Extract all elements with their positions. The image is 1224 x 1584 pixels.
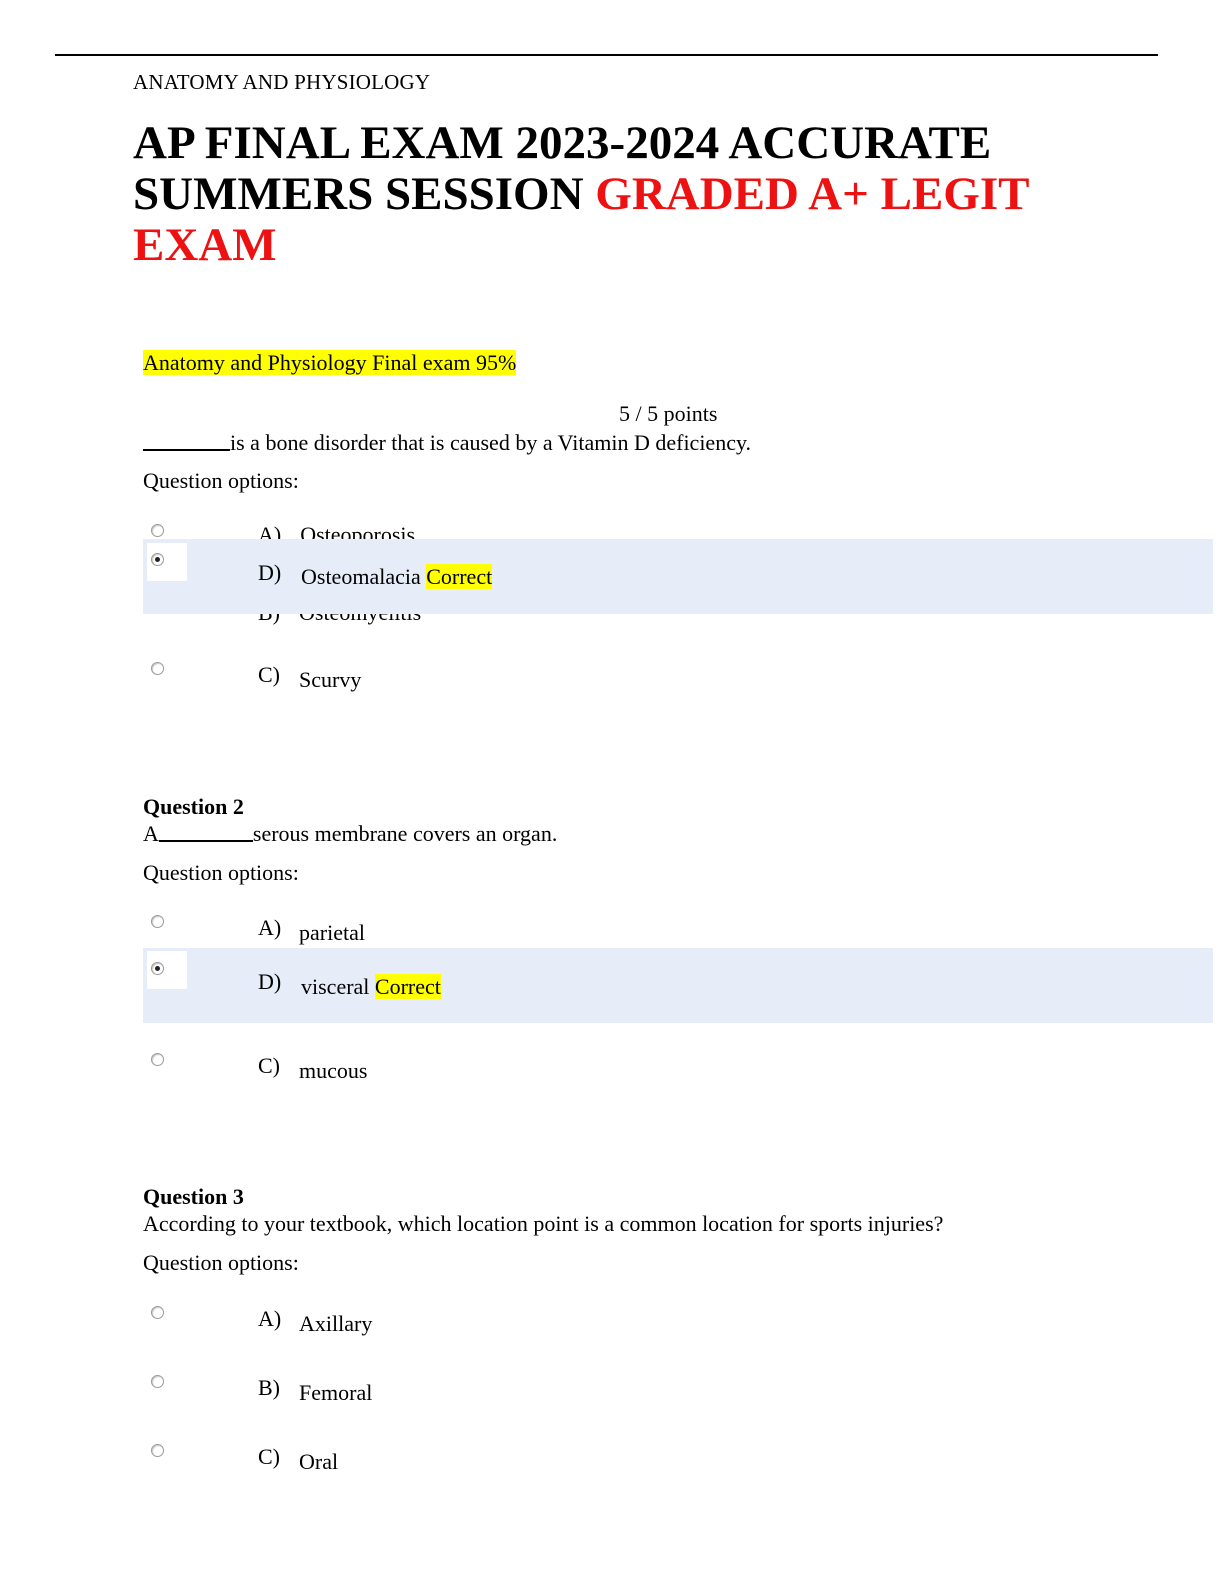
q1-option-d-radio[interactable] — [151, 553, 164, 566]
q3-option-c-letter: C) — [258, 1444, 280, 1469]
q3-option-a-text: Axillary — [299, 1311, 373, 1336]
q2-option-a-letter: A) — [258, 915, 282, 940]
q3-option-c-text: Oral — [299, 1449, 339, 1474]
title-red-part: GRADED A+ LEGIT EXAM — [133, 168, 1029, 271]
q1-option-c-radio[interactable] — [151, 662, 164, 675]
title-black-part: AP FINAL EXAM 2023-2024 ACCURATE SUMMERS… — [133, 117, 992, 220]
q1-option-c-text: Scurvy — [299, 667, 362, 692]
q1-options-label: Question options: — [143, 468, 299, 493]
q2-option-a-text: parietal — [299, 920, 365, 945]
q2-option-d-text: visceral Correct — [301, 974, 441, 999]
q1-option-a-partial: A)Osteoporosis — [258, 522, 416, 540]
q1-text: is a bone disorder that is caused by a V… — [143, 429, 751, 456]
q3-option-b-text: Femoral — [299, 1380, 373, 1405]
q3-title: Question 3 — [143, 1184, 244, 1209]
q2-option-c-radio[interactable] — [151, 1053, 164, 1066]
points-score: 5 / 5 points — [619, 401, 718, 426]
header-rule — [55, 54, 1158, 56]
q1-option-b-partial: B)Osteomyelitis — [258, 614, 458, 626]
q2-blank — [158, 820, 253, 842]
q1-option-c-letter: C) — [258, 662, 280, 687]
q2-options-label: Question options: — [143, 860, 299, 885]
subject-header: ANATOMY AND PHYSIOLOGY — [133, 70, 431, 94]
q2-option-c-text: mucous — [299, 1058, 368, 1083]
q1-option-d-letter: D) — [258, 560, 282, 585]
q2-option-d-radio[interactable] — [151, 962, 164, 975]
document-title: AP FINAL EXAM 2023-2024 ACCURATE SUMMERS… — [133, 118, 1133, 271]
correct-tag: Correct — [374, 974, 441, 999]
q2-selected-option-row[interactable] — [143, 948, 1213, 1023]
q3-options-label: Question options: — [143, 1250, 299, 1275]
exam-label: Anatomy and Physiology Final exam 95% — [143, 350, 517, 375]
q1-option-a-radio[interactable] — [151, 524, 164, 537]
q2-option-d-letter: D) — [258, 969, 282, 994]
q1-option-d-text: Osteomalacia Correct — [301, 564, 493, 589]
q3-option-c-radio[interactable] — [151, 1444, 164, 1457]
q1-blank — [143, 429, 230, 451]
q3-option-b-letter: B) — [258, 1375, 280, 1400]
q3-option-b-radio[interactable] — [151, 1375, 164, 1388]
q3-option-a-radio[interactable] — [151, 1306, 164, 1319]
q3-text: According to your textbook, which locati… — [143, 1211, 944, 1236]
q2-option-c-letter: C) — [258, 1053, 280, 1078]
q1-selected-option-row[interactable] — [143, 539, 1213, 614]
correct-tag: Correct — [426, 564, 493, 589]
q3-option-a-letter: A) — [258, 1306, 282, 1331]
q2-option-a-radio[interactable] — [151, 915, 164, 928]
q2-title: Question 2 — [143, 794, 244, 819]
